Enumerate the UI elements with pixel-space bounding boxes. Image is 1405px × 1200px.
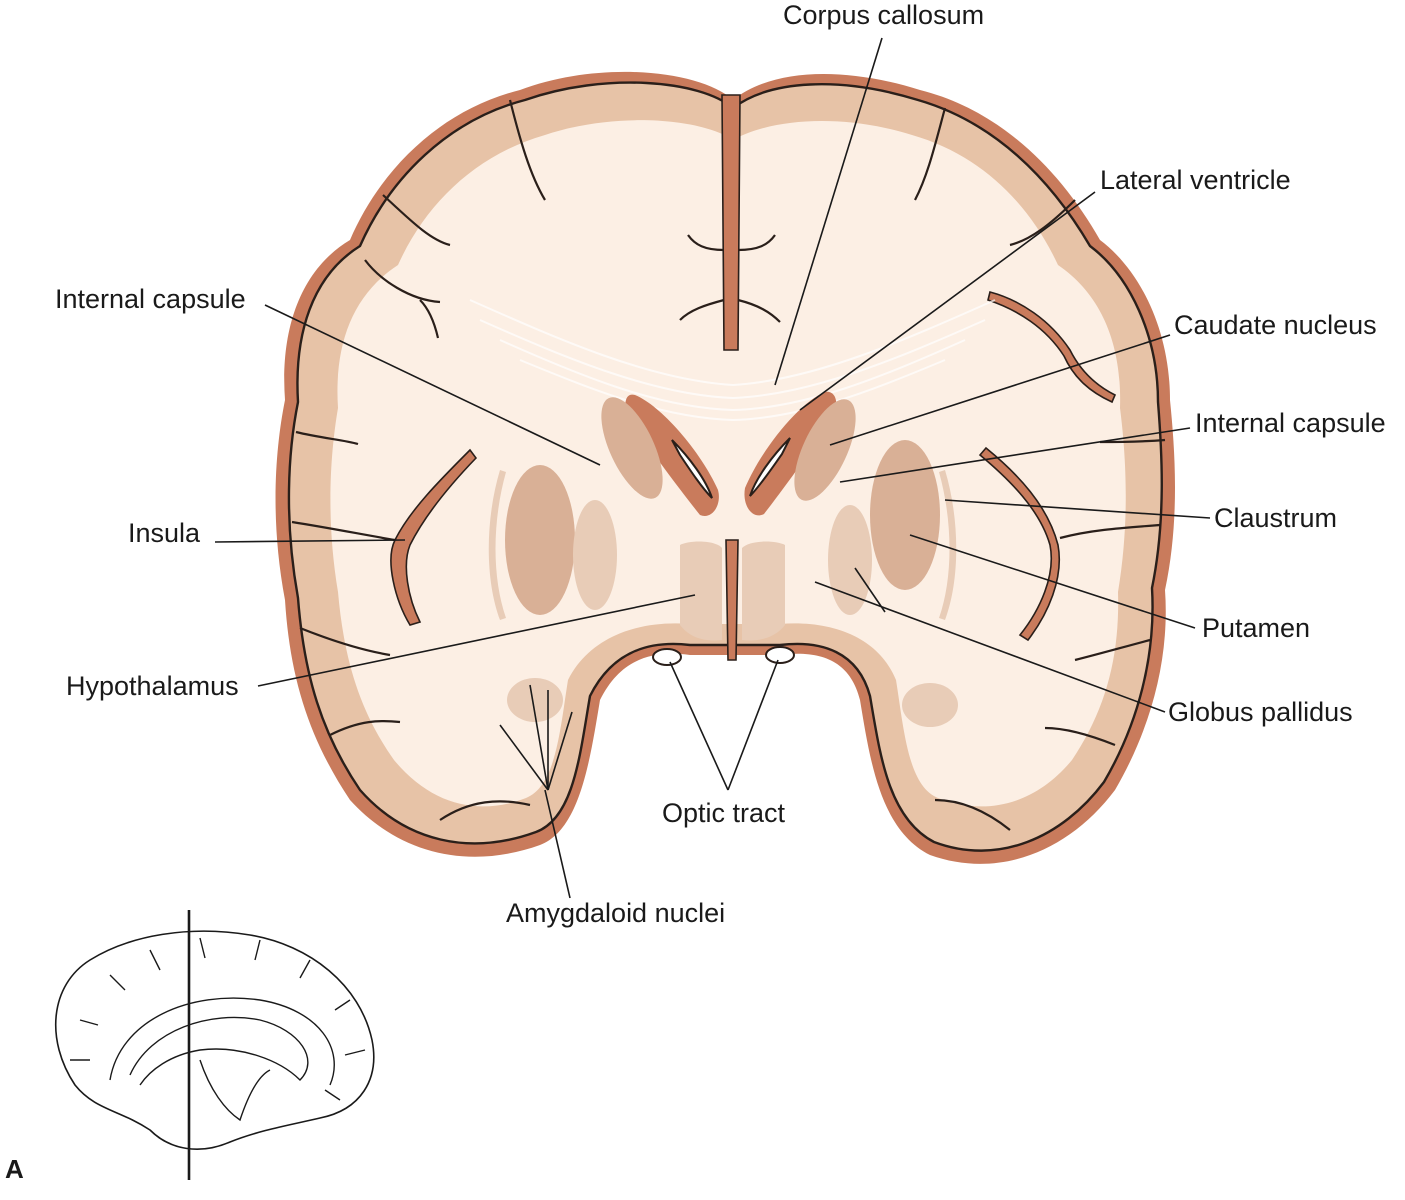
sulcus-left-6 xyxy=(299,626,391,657)
sulcus-left-3 xyxy=(364,259,441,339)
lateral-ventricle-left-lumen xyxy=(671,439,713,499)
lateral-ventricle-right xyxy=(744,391,837,516)
leader-amygdala-4 xyxy=(547,711,573,791)
white-matter xyxy=(330,120,1126,807)
amygdala-right-nucleus xyxy=(902,683,958,727)
corpus-callosum-fibers xyxy=(469,299,996,422)
label-optic-tract: Optic tract xyxy=(662,798,786,828)
hypothalamus-right xyxy=(742,541,785,641)
label-hypothalamus: Hypothalamus xyxy=(66,671,239,701)
leader-globus-pallidus-a xyxy=(814,581,1166,713)
putamen-left xyxy=(505,465,575,615)
insula-sulcus xyxy=(390,448,478,626)
lateral-ventricle-left xyxy=(625,394,719,516)
third-ventricle xyxy=(725,539,739,661)
sulcus-right-2 xyxy=(1009,199,1076,247)
label-lateral-ventricle: Lateral ventricle xyxy=(1100,165,1291,195)
claustrum-right xyxy=(939,470,957,620)
inset-cingulate xyxy=(109,997,335,1086)
labels: Corpus callosum Lateral ventricle Intern… xyxy=(55,0,1386,928)
sulcus-left-7 xyxy=(329,720,401,736)
leader-insula xyxy=(214,539,406,543)
sulcus-left-8 xyxy=(439,800,531,821)
optic-tract-left xyxy=(652,648,682,666)
label-putamen: Putamen xyxy=(1202,613,1310,643)
sulcus-right-8 xyxy=(1044,726,1116,747)
leader-caudate-nucleus xyxy=(829,334,1171,446)
leader-claustrum xyxy=(944,499,1211,519)
sulcus-left-1 xyxy=(508,99,546,201)
hypothalamus-left xyxy=(680,541,722,641)
globus-pallidus-left xyxy=(573,500,617,610)
caudate-nucleus-left xyxy=(601,397,663,499)
leader-internal-capsule-right xyxy=(839,427,1191,483)
caudate-nucleus-right xyxy=(794,399,856,501)
optic-tract-right xyxy=(765,646,795,664)
label-internal-capsule-right: Internal capsule xyxy=(1195,408,1386,438)
fissure-branch-right xyxy=(737,234,781,323)
leader-hypothalamus xyxy=(257,594,696,687)
label-caudate-nucleus: Caudate nucleus xyxy=(1174,310,1377,340)
sulcus-left-5 xyxy=(291,520,396,542)
inset-gyri xyxy=(70,937,366,1101)
inset-sagittal-brain xyxy=(55,910,375,1180)
label-internal-capsule-left: Internal capsule xyxy=(55,284,246,314)
sulcus-right-6 xyxy=(1059,523,1161,540)
sulcus-right-5 xyxy=(978,446,1060,642)
leader-amygdala-1 xyxy=(499,724,549,791)
globus-pallidus-right xyxy=(828,505,872,615)
leader-corpus-callosum xyxy=(774,37,883,386)
sulcus-right-7 xyxy=(1074,638,1151,662)
leader-internal-capsule-left xyxy=(264,304,601,466)
leader-amygdala-2 xyxy=(529,684,549,791)
label-insula: Insula xyxy=(128,518,201,548)
longitudinal-fissure xyxy=(721,94,741,351)
leader-optic-tract-right xyxy=(727,659,779,791)
sulcus-right-1 xyxy=(914,107,947,201)
fissure-branch-left xyxy=(679,234,725,321)
leader-optic-tract-left xyxy=(669,661,729,791)
inset-brain-outline xyxy=(55,930,375,1150)
amygdala xyxy=(507,678,563,722)
inset-corpus-callosum xyxy=(129,1016,309,1086)
coronal-section xyxy=(275,71,1175,864)
leader-lines xyxy=(214,37,1211,899)
sulcus-right-4 xyxy=(1099,438,1166,444)
lateral-ventricle-right-lumen xyxy=(749,437,791,497)
leader-putamen xyxy=(909,534,1196,629)
sulcus-left-4 xyxy=(295,430,359,446)
sulcus-left-2 xyxy=(382,194,451,247)
inset-brainstem xyxy=(199,1059,271,1122)
leader-globus-pallidus-b xyxy=(854,567,886,613)
claustrum-left xyxy=(488,470,506,620)
label-corpus-callosum: Corpus callosum xyxy=(783,0,984,30)
label-claustrum: Claustrum xyxy=(1214,503,1337,533)
label-globus-pallidus: Globus pallidus xyxy=(1168,697,1353,727)
label-amygdaloid-nuclei: Amygdaloid nuclei xyxy=(506,898,725,928)
sulcus-right-9 xyxy=(934,798,1011,831)
leader-amygdala-main xyxy=(544,789,571,899)
panel-letter: A xyxy=(5,1154,24,1184)
putamen-right xyxy=(870,440,940,590)
leader-lateral-ventricle xyxy=(799,191,1096,411)
sulcus-right-3 xyxy=(987,291,1117,404)
